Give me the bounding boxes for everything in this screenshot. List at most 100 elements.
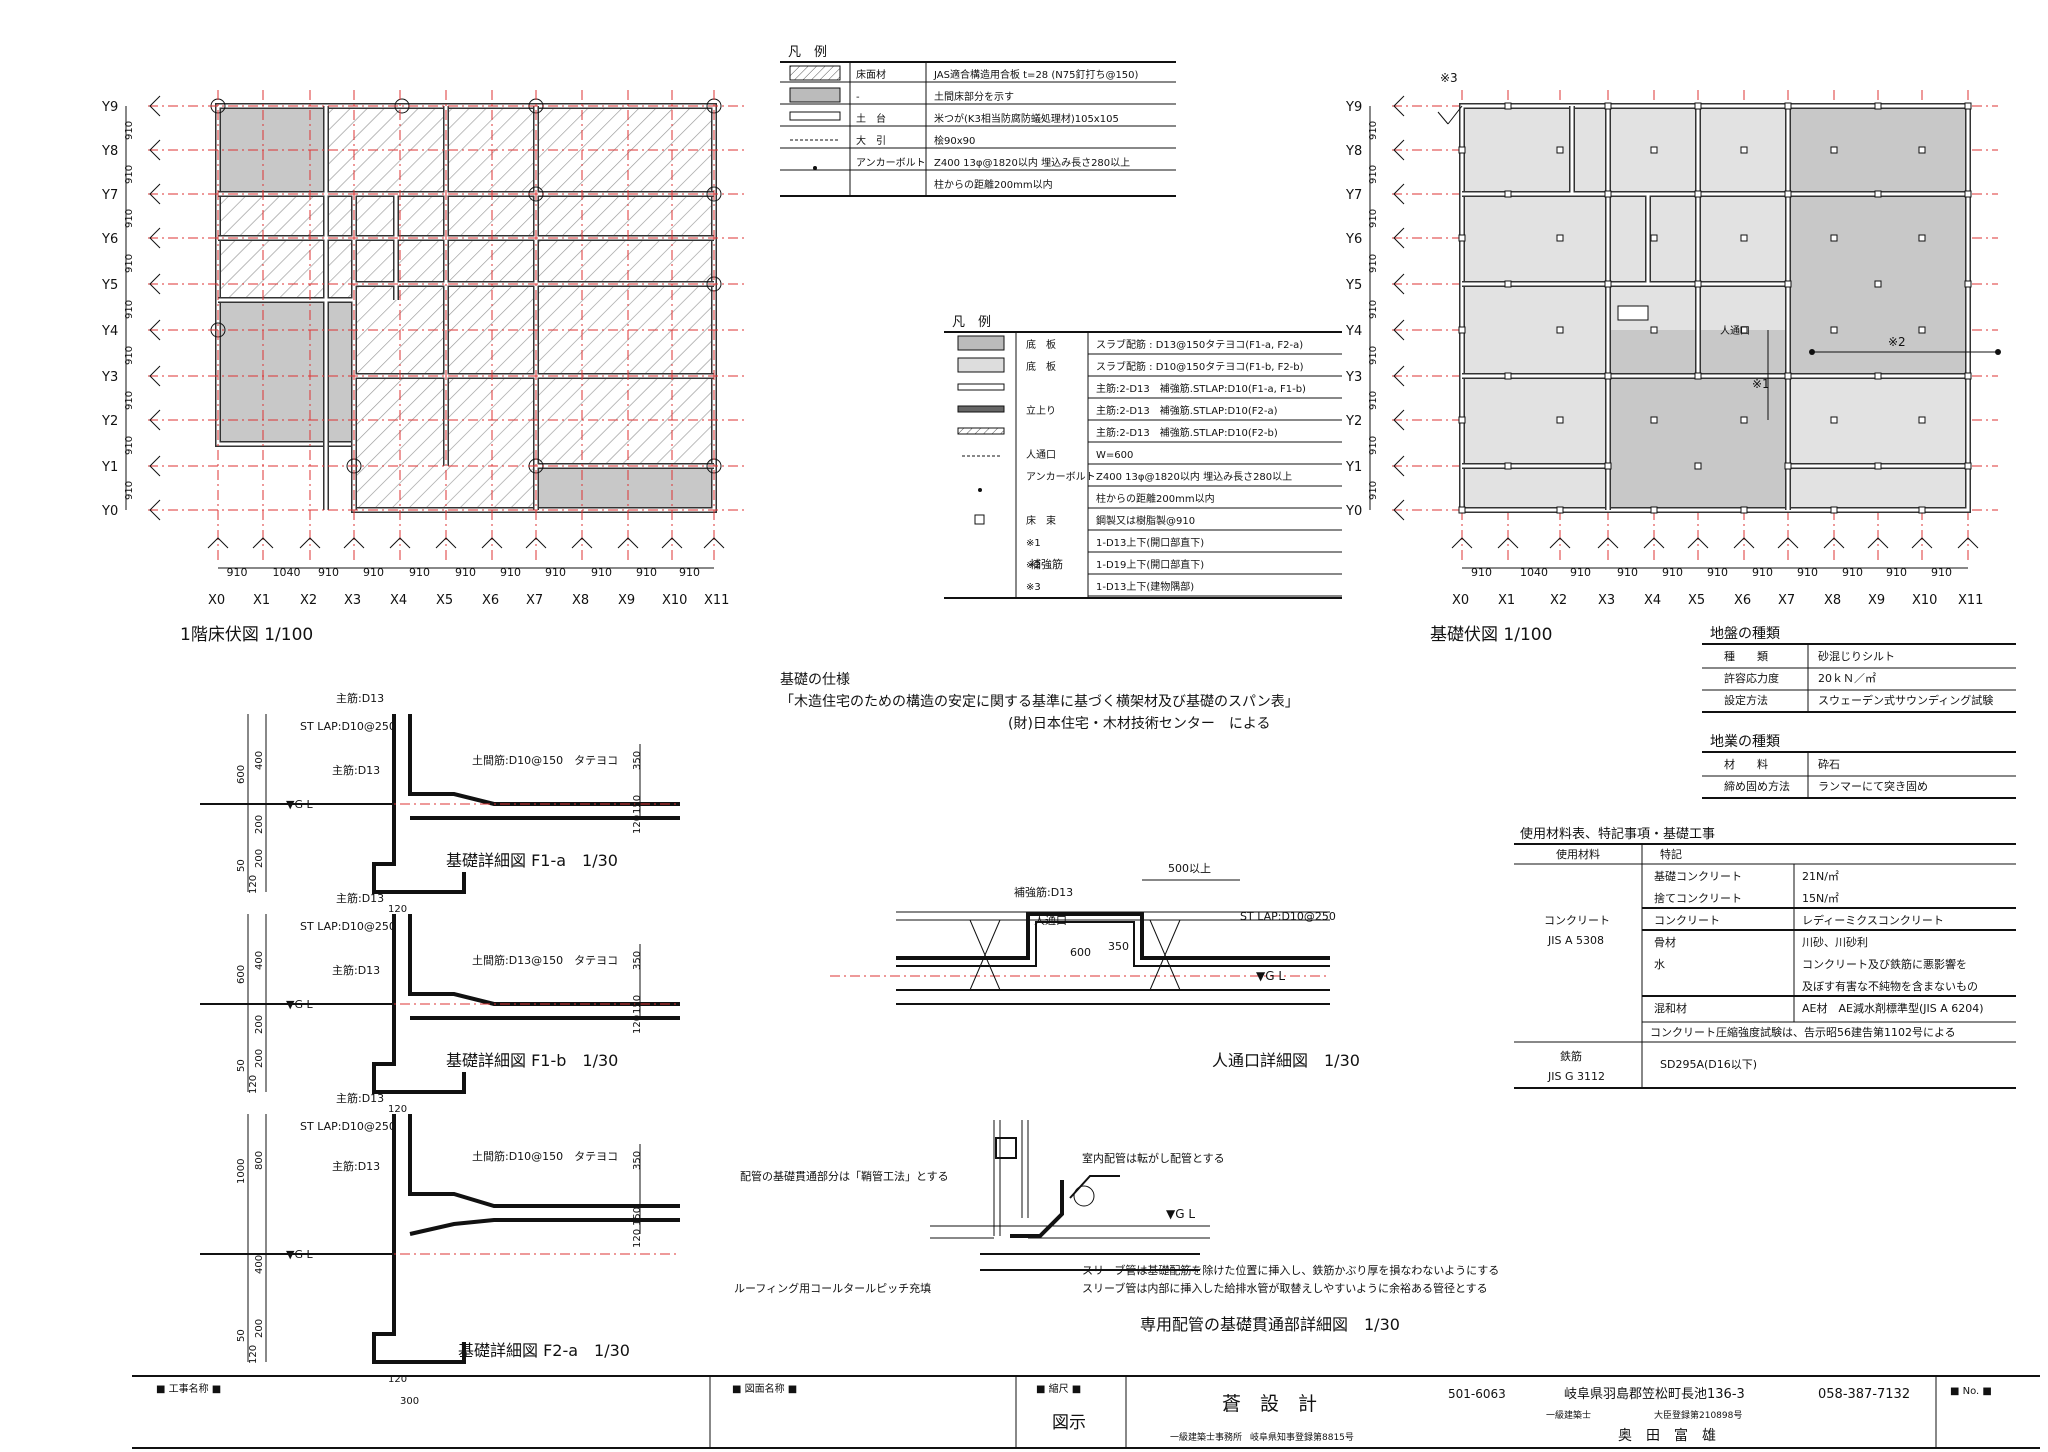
material-value: 15N/㎡: [1802, 892, 1839, 905]
table-key: 材 料: [1724, 757, 1768, 771]
grid-label-y: Y0: [101, 504, 118, 519]
legend-name: 床 束: [1026, 514, 1056, 527]
grid-marker: [703, 537, 725, 549]
legend-name: 土 台: [856, 112, 886, 125]
grid-span-y: 910: [1368, 254, 1379, 273]
grid-label-x: X4: [390, 593, 407, 608]
dim-label: 120: [248, 875, 259, 894]
rebar-label: 鉄筋: [1560, 1049, 1582, 1063]
floor-post: [1918, 234, 1926, 242]
dim-label: 400: [254, 951, 265, 970]
floor-post: [1650, 416, 1658, 424]
floor-post: [1556, 506, 1564, 514]
stlap-label: ST LAP:D10@250: [300, 1120, 396, 1133]
floor-post: [1740, 326, 1748, 334]
no-floor-area: [218, 444, 354, 510]
grid-span-y: 910: [124, 436, 135, 455]
grid-label-y: Y3: [1345, 370, 1362, 385]
access-opening: [1617, 305, 1649, 321]
floor-post: [1694, 102, 1702, 110]
floor-post: [1556, 416, 1564, 424]
grid-span-x: 910: [1617, 566, 1638, 579]
floor-post: [1694, 190, 1702, 198]
stlap-label: ST LAP:D10@250: [300, 920, 396, 933]
dim-label: 350: [632, 751, 643, 770]
drawing-name-label: ■ 図面名称 ■: [732, 1382, 797, 1395]
detail-f2a-title: 基礎詳細図 F2-a 1/30: [458, 1341, 630, 1360]
floor-post: [1830, 146, 1838, 154]
grid-marker: [1777, 537, 1799, 549]
grid-label-y: Y5: [101, 278, 118, 293]
pipe-note-2: 室内配管は転がし配管とする: [1082, 1151, 1225, 1165]
title-block: ■ 工事名称 ■ ■ 図面名称 ■ ■ 縮尺 ■ 図示 蒼 設 計 一級建築士事…: [132, 1375, 2040, 1449]
grid-span-x: 910: [363, 566, 384, 579]
grid-marker: [149, 319, 161, 341]
floor-post: [1784, 190, 1792, 198]
floor-post: [1964, 190, 1972, 198]
material-value: AE材 AE減水剤標準型(JIS A 6204): [1802, 1001, 1984, 1015]
grid-span-x: 910: [1842, 566, 1863, 579]
main-bar-label: 主筋:D13: [332, 963, 380, 977]
grid-marker: [525, 537, 547, 549]
legend-title: 凡 例: [788, 45, 827, 60]
grid-label-y: Y5: [1345, 278, 1362, 293]
grid-span-y: 910: [1368, 346, 1379, 365]
dim-label: 350: [632, 1151, 643, 1170]
floor-post: [1874, 372, 1882, 380]
floor-post: [1458, 146, 1466, 154]
material-key: 基礎コンクリート: [1654, 870, 1742, 883]
grid-label-x: X8: [572, 593, 589, 608]
telephone: 058-387-7132: [1818, 1387, 1910, 1402]
grid-label-x: X6: [1734, 593, 1751, 608]
floor-post: [1504, 462, 1512, 470]
rebar-standard: JIS G 3112: [1547, 1070, 1605, 1083]
dim-label: 200: [254, 849, 265, 868]
stlap-label: ST LAP:D10@250: [300, 720, 396, 733]
floor-post: [1874, 462, 1882, 470]
table-value: スウェーデン式サウンディング試験: [1818, 693, 1993, 707]
floor-post: [1784, 372, 1792, 380]
grid-span-y: 910: [1368, 165, 1379, 184]
floor-post: [1874, 102, 1882, 110]
materials-title: 使用材料表、特記事項・基礎工事: [1520, 826, 1715, 842]
floor-post: [1694, 462, 1702, 470]
grid-marker: [1823, 537, 1845, 549]
slab-d13-area: [1788, 106, 1968, 376]
floor-post: [1604, 462, 1612, 470]
floor-post: [1650, 146, 1658, 154]
material-key: 水: [1654, 958, 1665, 971]
floor-post: [1874, 190, 1882, 198]
grid-marker: [1393, 139, 1405, 161]
grid-span-x: 910: [1570, 566, 1591, 579]
grid-label-x: X4: [1644, 593, 1661, 608]
grid-marker: [149, 139, 161, 161]
legend-desc: 1-D13上下(建物隅部): [1096, 580, 1194, 593]
grid-label-y: Y2: [1345, 414, 1362, 429]
grid-span-x: 910: [455, 566, 476, 579]
grid-span-x: 910: [1662, 566, 1683, 579]
opening-dim-350: 350: [1108, 940, 1129, 953]
firm-type: 一級建築士事務所: [1170, 1431, 1242, 1443]
postal-code: 501-6063: [1448, 1387, 1506, 1401]
scale-label: ■ 縮尺 ■: [1036, 1382, 1081, 1395]
grid-marker: [1393, 365, 1405, 387]
legend-name: 底 板: [1026, 338, 1056, 351]
grid-label-x: X11: [704, 593, 729, 608]
grid-marker: [1643, 537, 1665, 549]
dim-label: 120: [388, 904, 407, 915]
grid-marker: [149, 183, 161, 205]
grid-marker: [617, 537, 639, 549]
dim-label: 200: [254, 1049, 265, 1068]
grid-label-x: X9: [1868, 593, 1885, 608]
grid-marker: [149, 499, 161, 521]
grid-span-y: 910: [124, 165, 135, 184]
floor-post: [1918, 326, 1926, 334]
grid-label-y: Y0: [1345, 504, 1362, 519]
grid-label-x: X5: [436, 593, 453, 608]
grid-span-y: 910: [124, 481, 135, 500]
materials-header-1: 使用材料: [1556, 847, 1600, 861]
grid-label-x: X3: [344, 593, 361, 608]
main-bar-label: 主筋:D13: [336, 691, 384, 705]
floor-post: [1784, 280, 1792, 288]
